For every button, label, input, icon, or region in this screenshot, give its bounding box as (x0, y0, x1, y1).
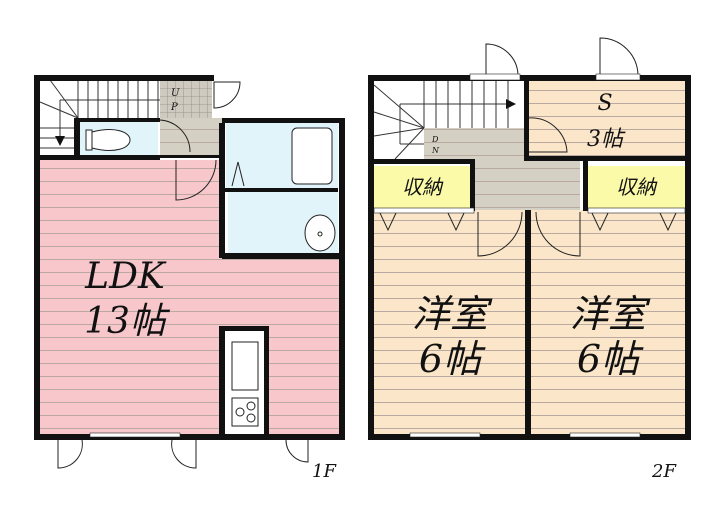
wash-basin-icon (304, 214, 336, 252)
window-2f-west (409, 432, 481, 438)
storage-right-label: 収納 (616, 175, 658, 199)
room-west-name: 洋室 (412, 292, 493, 336)
stair-label-p: P (170, 102, 178, 113)
s-room-door (528, 117, 568, 153)
walls-1f (34, 75, 345, 440)
room-east-name: 洋室 (570, 292, 651, 336)
floor-1: U P (34, 75, 345, 482)
toilet-door (159, 119, 191, 153)
sink-icon (231, 341, 259, 391)
down-arrow-icon (55, 136, 65, 146)
storage-right (588, 166, 685, 208)
floor-2-label: 2F (651, 461, 677, 482)
room-east-door (535, 211, 581, 257)
washing-machine-icon (231, 161, 245, 187)
closet-door-right (591, 212, 677, 232)
balcony-door-2f-right (599, 37, 639, 76)
ldk-door (175, 159, 217, 201)
stair-label-u: U (171, 88, 180, 99)
window-1f (89, 432, 181, 438)
balcony-door-2f-left (485, 43, 519, 76)
side-door (285, 439, 309, 463)
stair-label-n: N (431, 146, 440, 155)
toilet-icon (85, 129, 131, 151)
storage-left (374, 166, 470, 208)
balcony-door-left (57, 439, 83, 469)
ldk-size: 13帖 (84, 301, 171, 342)
window-2f-east (569, 432, 641, 438)
closet-door-left (379, 212, 465, 232)
right-arrow-icon (506, 99, 516, 109)
bathtub-icon (291, 127, 333, 185)
storage-left-label: 収納 (402, 175, 444, 199)
balcony-door-right (171, 439, 197, 469)
entrance-tile (160, 80, 212, 118)
room-west-size: 6帖 (419, 337, 486, 381)
floor-1-label: 1F (312, 461, 337, 482)
ldk-name: LDK (84, 256, 167, 297)
entrance-door (213, 81, 241, 109)
walls-2f (368, 75, 691, 440)
stair-label-d: D (431, 135, 439, 144)
s-room-name: S (597, 91, 612, 116)
room-east-size: 6帖 (577, 337, 644, 381)
floor-2: D N S 3帖 (368, 37, 691, 482)
room-west-door (477, 211, 523, 257)
s-room-size: 3帖 (587, 127, 626, 152)
